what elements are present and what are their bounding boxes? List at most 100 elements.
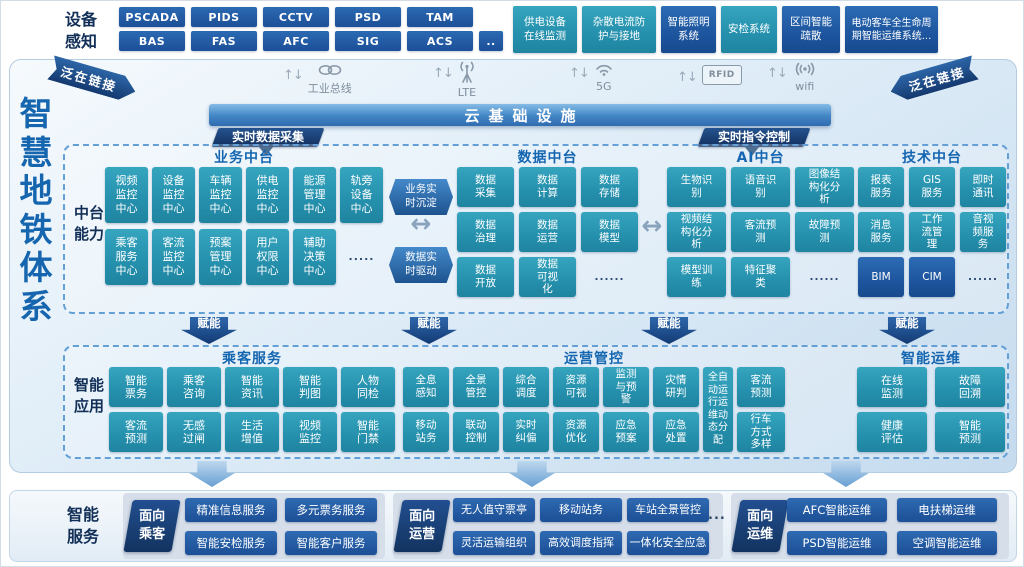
data-platform-title: 数据中台 — [517, 150, 578, 166]
platform-box: 数据存储 — [581, 167, 638, 207]
smart-maintenance-grid: 在线监测 故障回溯 健康评估 智能预测 — [857, 367, 1005, 452]
device-system-box: 区间智能疏散 — [782, 6, 840, 53]
service-grid-operation: 无人值守票亭 移动站务 车站全景管控 灵活运输组织 高效调度指挥 一体化安全应急 — [453, 498, 709, 555]
wifi-icon — [795, 62, 815, 76]
platform-box: 数据可视化 — [519, 257, 576, 297]
app-box: 在线监测 — [857, 367, 927, 407]
device-chip: PSCADA — [119, 7, 185, 27]
double-arrow-icon: ↔ — [641, 211, 663, 240]
chain-link-icon — [318, 65, 342, 75]
app-box: 生活增值 — [225, 412, 279, 452]
platform-box: 能源管理中心 — [293, 167, 336, 223]
device-system-row: 供电设备在线监测 杂散电流防护与接地 智能照明系统 安检系统 区间智能疏散 电动… — [513, 6, 938, 53]
platform-box: 辅助决策中心 — [293, 229, 336, 285]
app-box: 智能票务 — [109, 367, 163, 407]
data-platform-grid: 数据采集 数据计算 数据存储 数据治理 数据运营 数据模型 数据开放 数据可视化… — [457, 167, 638, 297]
app-box: 人物同检 — [341, 367, 395, 407]
lte-antenna-icon — [460, 61, 474, 83]
app-box: 视频监控 — [283, 412, 337, 452]
down-triangle-icon — [259, 147, 273, 163]
app-box: 无感过闸 — [167, 412, 221, 452]
app-box: 行车方式多样 — [737, 412, 785, 452]
service-box: 灵活运输组织 — [453, 531, 535, 555]
business-platform-grid: 视频监控中心 设备监控中心 车辆监控中心 供电监控中心 能源管理中心 轨旁设备中… — [105, 167, 383, 285]
rfid-tag-icon: RFID — [701, 65, 742, 85]
platform-box: 模型训练 — [667, 257, 726, 297]
layer-label-middle-platform: 中台能力 — [73, 204, 104, 243]
app-box: 资源优化 — [553, 412, 599, 452]
lte-group: ↑↓ LTE — [433, 61, 476, 99]
app-box: 客流预测 — [109, 412, 163, 452]
service-grid-maintenance: AFC智能运维 电扶梯运维 PSD智能运维 空调智能运维 — [787, 498, 997, 555]
up-down-arrows-icon: ↑↓ — [433, 66, 454, 81]
app-box: 灾情研判 — [653, 367, 699, 407]
5g-label: 5G — [596, 80, 612, 93]
platform-box-more: ...... — [809, 270, 840, 283]
platform-box: 乘客服务中心 — [105, 229, 148, 285]
service-more-dots: ... — [708, 508, 726, 523]
device-chip-more: .. — [479, 31, 503, 51]
platform-box: 数据运营 — [519, 212, 576, 252]
service-tag-passenger: 面向乘客 — [123, 500, 181, 552]
platform-box: 生物识别 — [667, 167, 726, 207]
service-box: 移动站务 — [540, 498, 622, 522]
service-tag-label: 面向乘客 — [138, 509, 165, 542]
service-box: 车站全景管控 — [627, 498, 709, 522]
service-tag-label: 面向运维 — [746, 509, 773, 542]
operation-control-title: 运营管控 — [564, 351, 624, 367]
platform-box: 视频结构化分析 — [667, 212, 726, 252]
platform-box: 音视频服务 — [960, 212, 1006, 252]
platform-box: BIM — [858, 257, 904, 297]
app-box: 移动站务 — [403, 412, 449, 452]
data-realtime-drive-badge: 数据实时驱动 — [389, 247, 453, 283]
device-chip: ACS — [407, 31, 473, 51]
app-box: 智能门禁 — [341, 412, 395, 452]
up-down-arrows-icon: ↑↓ — [767, 66, 788, 81]
service-grid-passenger: 精准信息服务 多元票务服务 智能安检服务 智能客户服务 — [185, 498, 377, 555]
platform-box: CIM — [909, 257, 955, 297]
up-down-arrows-icon: ↑↓ — [569, 66, 590, 81]
service-box: 无人值守票亭 — [453, 498, 535, 522]
up-down-arrows-icon: ↑↓ — [283, 68, 304, 83]
double-arrow-icon: ↔ — [410, 209, 432, 238]
platform-box: 数据模型 — [581, 212, 638, 252]
platform-box: 数据治理 — [457, 212, 514, 252]
platform-box: 消息服务 — [858, 212, 904, 252]
app-box: 智能预测 — [935, 412, 1005, 452]
platform-box: 数据采集 — [457, 167, 514, 207]
device-chip: FAS — [191, 31, 257, 51]
5g-group: ↑↓ 5G — [569, 61, 614, 93]
service-box: 电扶梯运维 — [897, 498, 997, 522]
operation-control-grid: 全息感知 全景管控 综合调度 资源可视 监测与预警 灾情研判 全自动运行运维动态… — [403, 367, 785, 452]
app-box: 应急预案 — [603, 412, 649, 452]
device-chip: TAM — [407, 7, 473, 27]
service-box: 智能安检服务 — [185, 531, 277, 555]
ai-platform-grid: 生物识别 语音识别 图像结构化分析 视频结构化分析 客流预测 故障预测 模型训练… — [667, 167, 854, 297]
app-box: 实时纠偏 — [503, 412, 549, 452]
device-chip: AFC — [263, 31, 329, 51]
service-tag-label: 面向运营 — [408, 509, 435, 542]
service-box: AFC智能运维 — [787, 498, 887, 522]
app-box: 综合调度 — [503, 367, 549, 407]
service-box: 高效调度指挥 — [540, 531, 622, 555]
device-system-box: 智能照明系统 — [661, 6, 716, 53]
wifi-group: ↑↓ wifi — [767, 61, 818, 93]
platform-box-more: ..... — [348, 249, 375, 263]
service-box: 智能客户服务 — [285, 531, 377, 555]
industrial-bus-label: 工业总线 — [307, 82, 352, 95]
service-box: 精准信息服务 — [185, 498, 277, 522]
passenger-service-title: 乘客服务 — [222, 351, 282, 367]
device-chip: PIDS — [191, 7, 257, 27]
platform-box: 轨旁设备中心 — [340, 167, 383, 223]
layer-label-device-perception: 设备感知 — [64, 10, 97, 52]
app-box: 乘客咨询 — [167, 367, 221, 407]
device-system-box: 安检系统 — [721, 6, 777, 53]
page-title: 智慧地铁体系 — [19, 94, 53, 327]
platform-box: 数据计算 — [519, 167, 576, 207]
device-chip: CCTV — [263, 7, 329, 27]
platform-box: 车辆监控中心 — [199, 167, 242, 223]
device-system-box: 电动客车全生命周期智能运维系统... — [845, 6, 938, 53]
platform-box: 报表服务 — [858, 167, 904, 207]
platform-box: 供电监控中心 — [246, 167, 289, 223]
